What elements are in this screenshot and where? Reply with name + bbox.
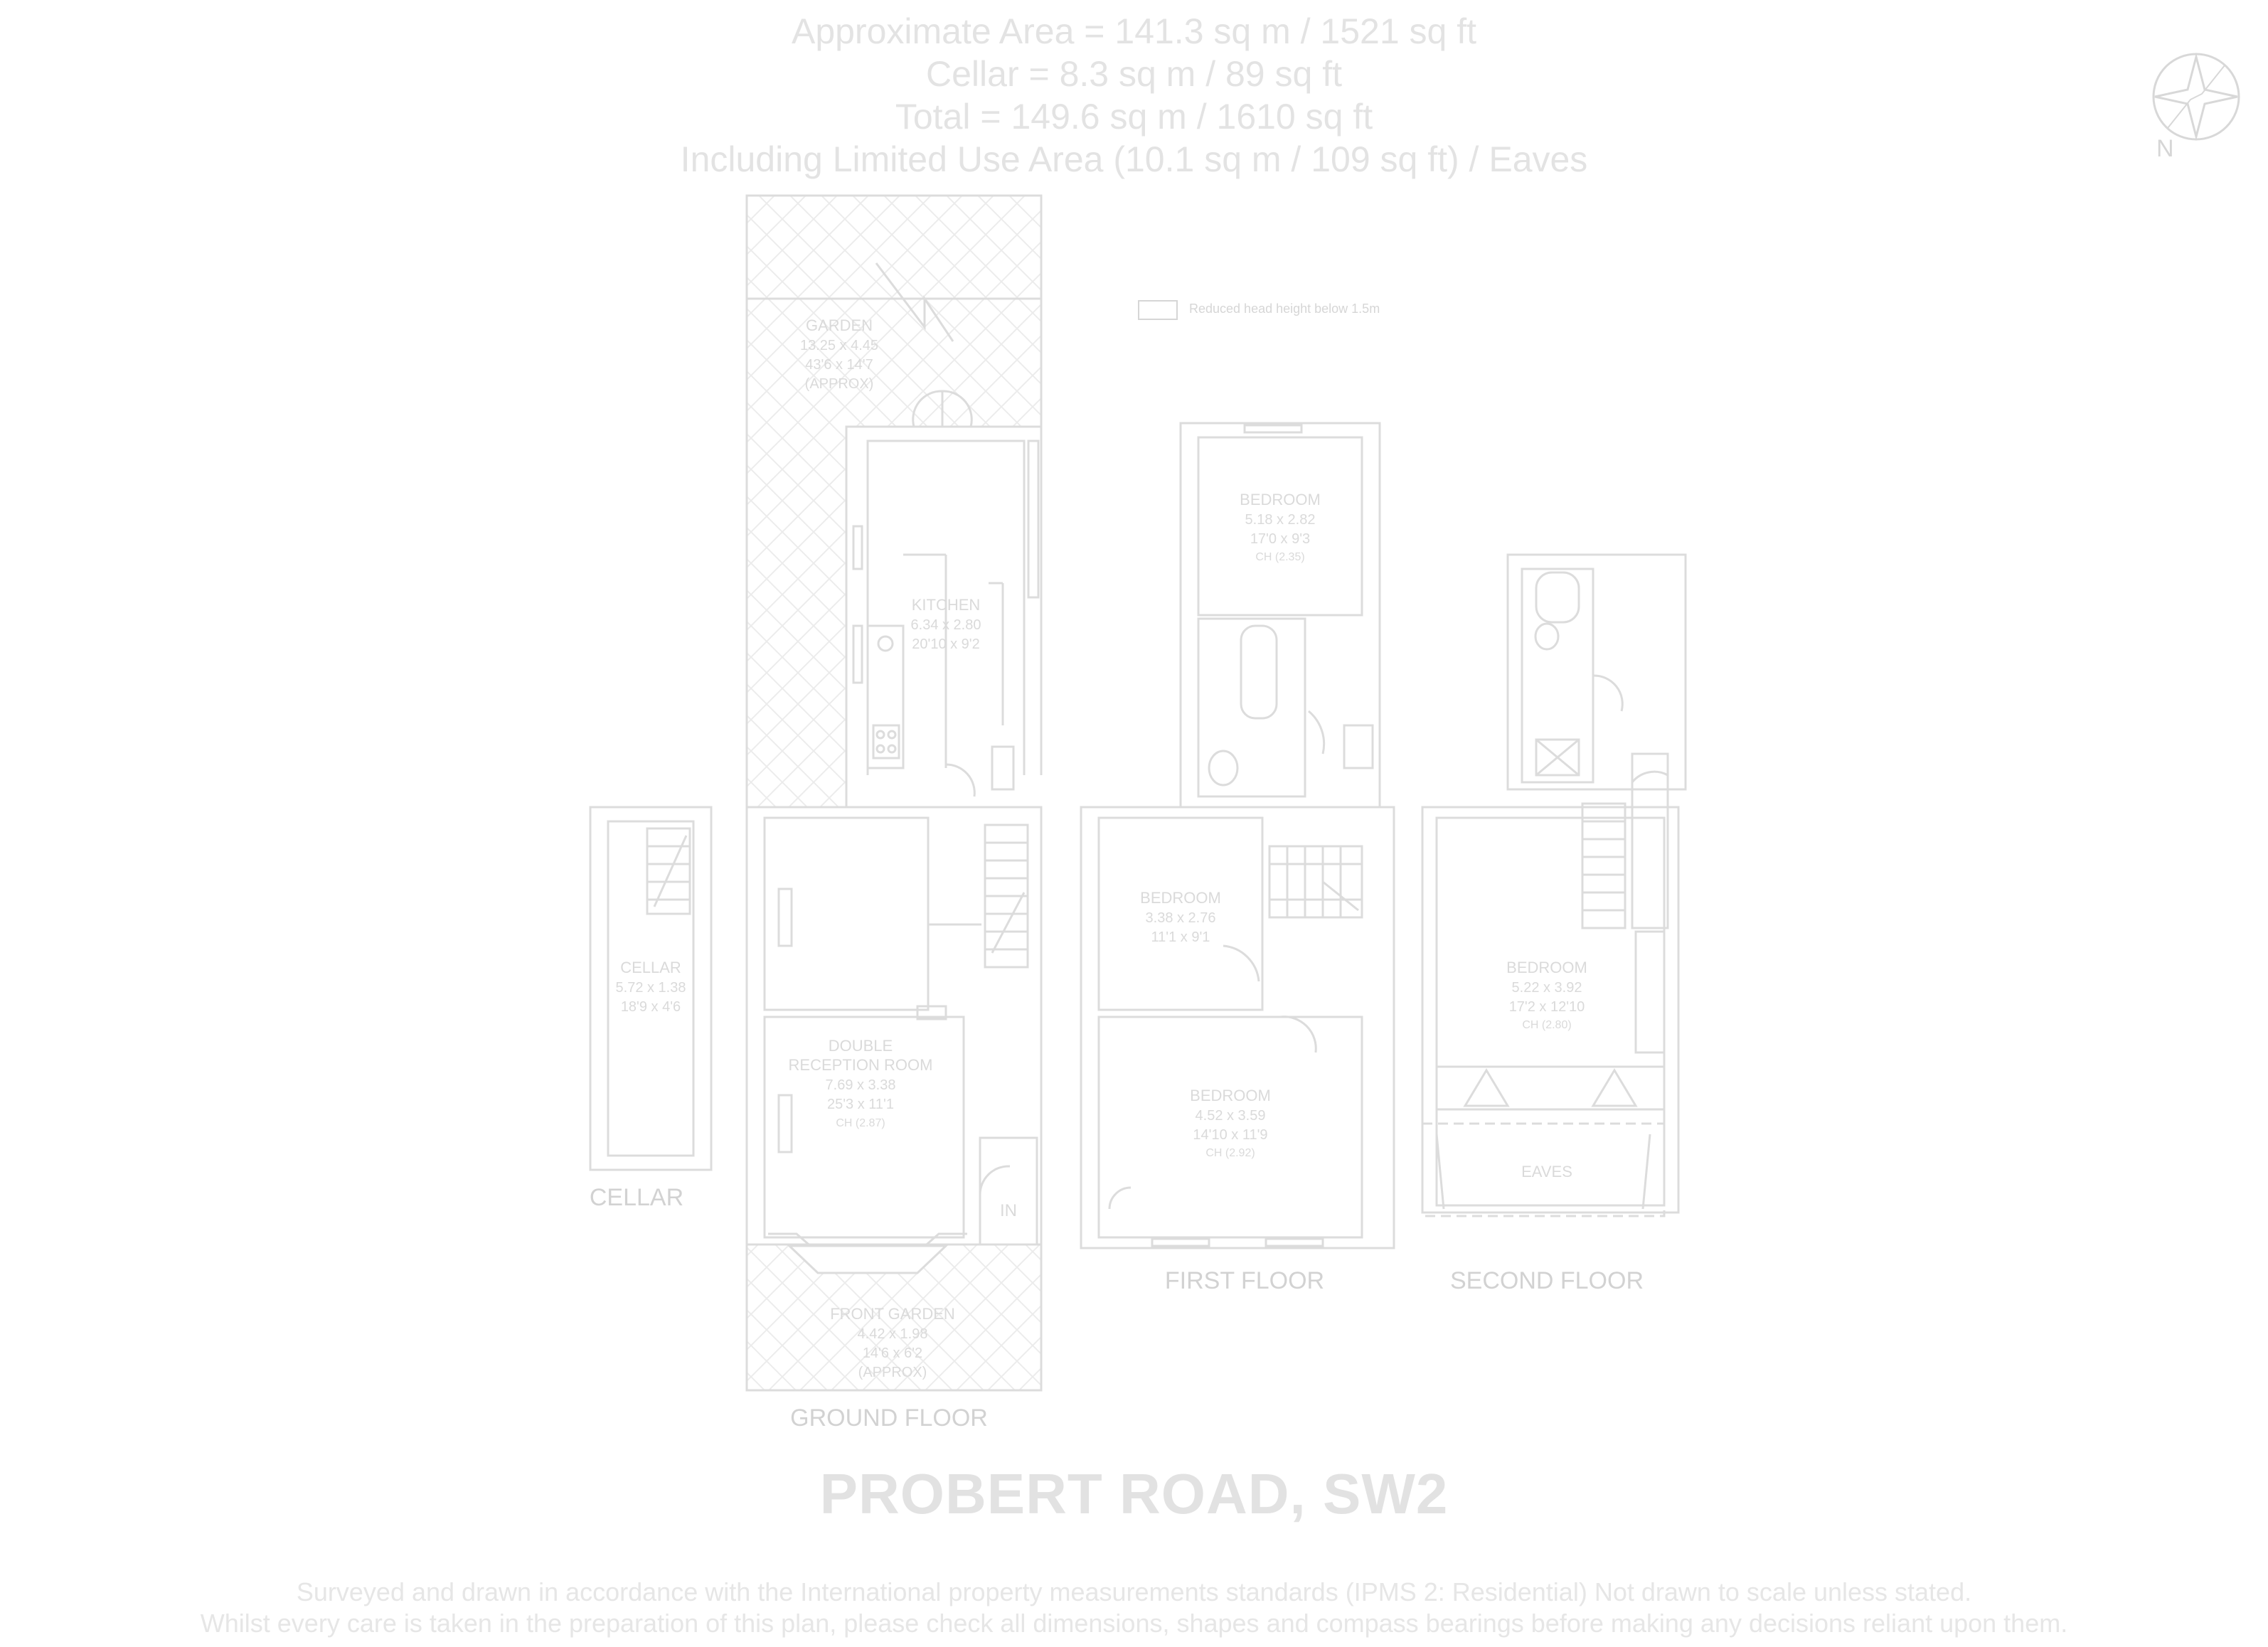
entrance-label: IN: [1000, 1201, 1017, 1220]
legend-text: Reduced head height below 1.5m: [1189, 302, 1380, 316]
reception-label-2: RECEPTION ROOM: [789, 1056, 933, 1074]
garden-dim-ft: 43'6 x 14'7: [805, 357, 873, 373]
legend-swatch: [1138, 300, 1178, 320]
area-line-2: Cellar = 8.3 sq m / 89 sq ft: [926, 54, 1342, 94]
bedroom-front-dim-ft: 14'10 x 11'9: [1193, 1127, 1267, 1143]
garden-approx: (APPROX): [805, 376, 874, 392]
bedroom-small-dim-m: 3.38 x 2.76: [1146, 910, 1216, 926]
kitchen-dim-m: 6.34 x 2.80: [911, 617, 981, 633]
property-title: PROBERT ROAD, SW2: [819, 1462, 1449, 1525]
floor-label-cellar: CELLAR: [590, 1184, 683, 1211]
bedroom-second-label: BEDROOM: [1506, 959, 1587, 976]
bedroom-front-dim-m: 4.52 x 3.59: [1196, 1108, 1266, 1124]
garden-dim-m: 13.25 x 4.45: [800, 338, 878, 353]
bedroom-front-label: BEDROOM: [1190, 1087, 1271, 1104]
floor-label-ground: GROUND FLOOR: [790, 1405, 988, 1432]
front-garden-approx: (APPROX): [858, 1365, 927, 1380]
area-line-3: Total = 149.6 sq m / 1610 sq ft: [895, 97, 1373, 137]
front-garden-label: FRONT GARDEN: [830, 1305, 955, 1323]
cellar-dim-ft: 18'9 x 4'6: [621, 999, 681, 1015]
floor-label-second: SECOND FLOOR: [1450, 1267, 1644, 1294]
reception-ceiling: CH (2.87): [836, 1117, 885, 1129]
reception-dim-m: 7.69 x 3.38: [826, 1077, 896, 1093]
bedroom-small-label: BEDROOM: [1140, 889, 1221, 907]
eaves-label: EAVES: [1521, 1163, 1572, 1180]
bedroom-small-dim-ft: 11'1 x 9'1: [1151, 929, 1210, 945]
compass-icon: [2152, 53, 2240, 141]
bedroom-second-ceiling: CH (2.80): [1522, 1019, 1571, 1031]
compass-north-label: N: [2156, 135, 2174, 162]
floor-label-first: FIRST FLOOR: [1165, 1267, 1324, 1294]
bedroom-second-dim-ft: 17'2 x 12'10: [1509, 999, 1585, 1015]
reception-dim-ft: 25'3 x 11'1: [827, 1097, 894, 1112]
bedroom-rear-label: BEDROOM: [1240, 491, 1321, 508]
bedroom-rear-dim-ft: 17'0 x 9'3: [1250, 531, 1310, 547]
disclaimer-line-2: Whilst every care is taken in the prepar…: [200, 1609, 2068, 1638]
front-garden-dim-m: 4.42 x 1.98: [858, 1326, 928, 1342]
reception-label-1: DOUBLE: [829, 1037, 893, 1055]
cellar-dim-m: 5.72 x 1.38: [616, 980, 686, 996]
bedroom-front-ceiling: CH (2.92): [1205, 1147, 1255, 1159]
bedroom-second-dim-m: 5.22 x 3.92: [1512, 980, 1582, 996]
disclaimer-line-1: Surveyed and drawn in accordance with th…: [296, 1577, 1972, 1606]
kitchen-label: KITCHEN: [912, 596, 981, 614]
front-garden-dim-ft: 14'6 x 6'2: [863, 1345, 922, 1361]
garden-label: GARDEN: [806, 316, 873, 334]
kitchen-dim-ft: 20'10 x 9'2: [912, 636, 980, 652]
area-line-4: Including Limited Use Area (10.1 sq m / …: [680, 139, 1588, 179]
bedroom-rear-dim-m: 5.18 x 2.82: [1245, 512, 1316, 528]
cellar-room-label: CELLAR: [620, 959, 681, 976]
bedroom-rear-ceiling: CH (2.35): [1255, 551, 1304, 563]
area-line-1: Approximate Area = 141.3 sq m / 1521 sq …: [791, 11, 1477, 51]
